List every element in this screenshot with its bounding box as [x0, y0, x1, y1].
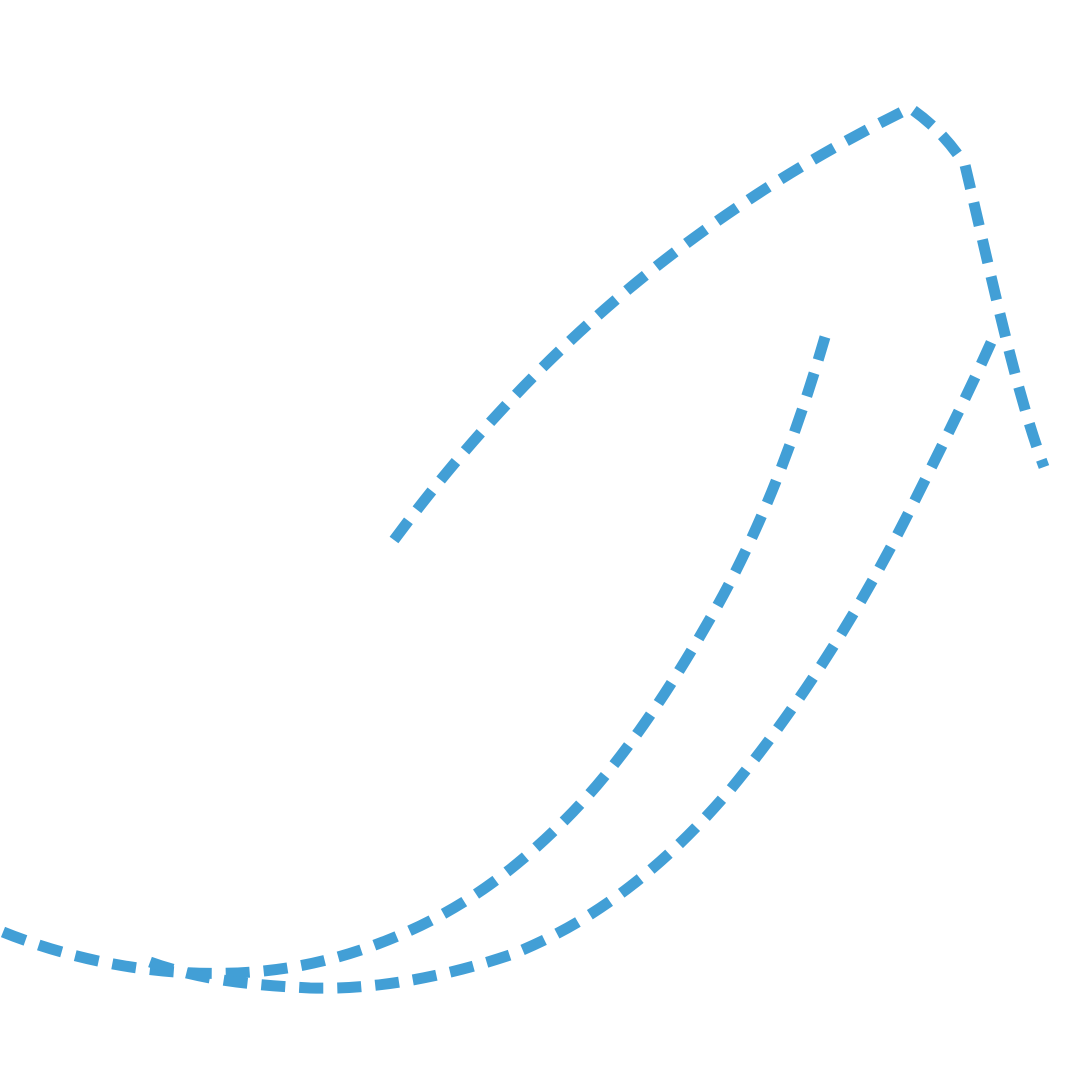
dashed-curve-inner [148, 335, 999, 994]
dashed-curve-peak [389, 101, 1050, 544]
dashed-curve-outer [0, 335, 831, 979]
